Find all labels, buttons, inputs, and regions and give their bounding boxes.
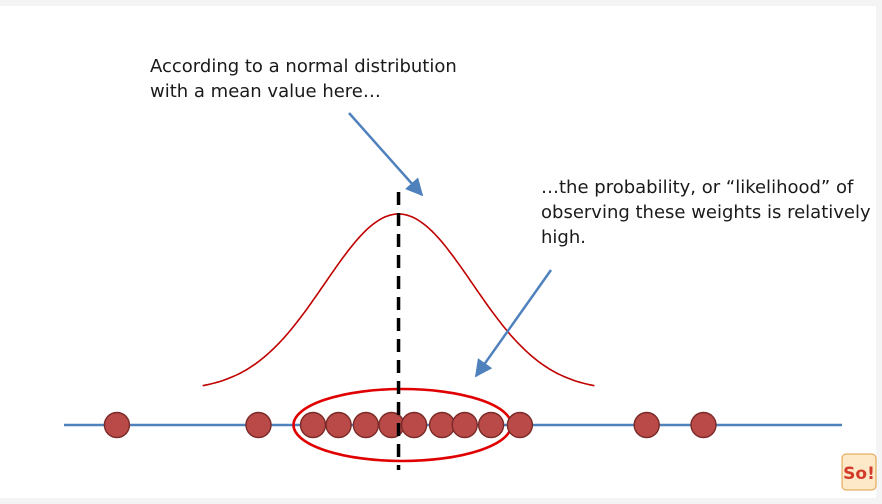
data-point-13 [690,411,717,439]
data-point-10 [477,411,505,439]
mean-annotation-line-1: According to a normal distribution [150,56,457,77]
arrow-to-mean [348,112,424,197]
data-point-4 [325,411,352,439]
data-point-12 [633,411,660,439]
logo-text: So! [843,464,875,484]
data-point-7 [400,411,428,439]
data-point-3 [299,411,327,439]
data-point-1 [103,411,131,439]
likelihood-annotation-line-3: high. [541,227,586,248]
arrow-to-points [474,269,553,378]
mean-annotation-line-2: with a mean value here… [150,81,381,102]
likelihood-annotation-line-2: observing these weights is relatively [541,202,871,223]
data-point-8 [428,411,456,439]
likelihood-annotation-line-1: …the probability, or “likelihood” of [541,177,854,198]
logo-icon: So! [841,453,877,491]
likelihood-annotation: …the probability, or “likelihood” of obs… [541,175,871,250]
data-point-11 [506,411,534,439]
data-point-2 [245,411,272,439]
data-point-9 [451,411,478,439]
mean-annotation: According to a normal distribution with … [150,54,457,104]
data-point-5 [352,411,380,439]
